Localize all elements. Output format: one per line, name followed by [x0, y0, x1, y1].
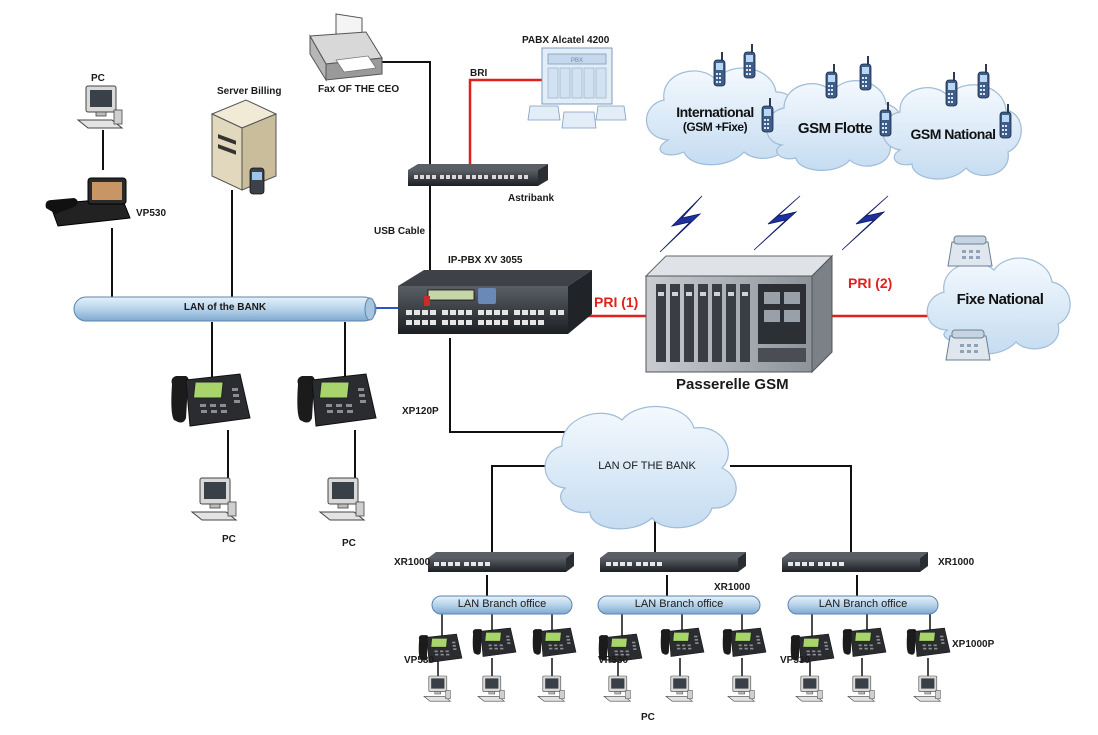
switch-icon — [408, 164, 548, 186]
cloud-international-label-2: (GSM +Fixe) — [682, 120, 748, 134]
pabx-icon: PBX — [527, 47, 627, 129]
ip-phone-icon — [170, 373, 251, 427]
ip-phone-icon — [472, 627, 517, 657]
label-pc-bottom: PC — [641, 712, 655, 723]
label-xp120p: XP120P — [402, 406, 439, 417]
label-pc-top: PC — [91, 73, 105, 84]
lan-main-pipe — [73, 296, 377, 322]
label-xp1000p: XP1000P — [952, 639, 995, 650]
pc-icon — [423, 675, 451, 702]
server-icon — [210, 99, 278, 195]
pc-icon — [477, 675, 505, 702]
label-server-billing: Server Billing — [217, 86, 282, 97]
branch-phones — [418, 627, 951, 663]
router-icon — [782, 552, 928, 572]
ip-phone-icon — [532, 627, 577, 657]
pc-icon — [77, 85, 123, 129]
cloud-gsm-national-label: GSM National — [910, 126, 996, 142]
cloud-lan-bank — [544, 405, 737, 530]
branch-pcs — [423, 675, 941, 702]
lan-branch2-label: LAN Branch office — [634, 598, 724, 610]
label-pabx: PABX Alcatel 4200 — [522, 35, 610, 46]
label-vp530-b3: VP530 — [780, 655, 811, 666]
label-xr1000-left: XR1000 — [394, 557, 431, 568]
lan-branch-pipe-3 — [787, 595, 939, 615]
cloud-gsm-national — [882, 84, 1022, 180]
cloud-international-label-1: International — [676, 104, 754, 120]
lan-branch3-label: LAN Branch office — [818, 598, 908, 610]
label-astribank: Astribank — [508, 193, 555, 204]
label-usb-cable: USB Cable — [374, 226, 426, 237]
label-passerelle: Passerelle GSM — [676, 376, 789, 393]
pc-icon — [665, 675, 693, 702]
pc-icon — [319, 477, 365, 521]
pc-icon — [603, 675, 631, 702]
fax-icon — [309, 13, 383, 82]
pabx-screen: PBX — [571, 58, 583, 64]
pc-icon — [191, 477, 237, 521]
ip-phone-icon — [906, 627, 951, 657]
lan-cloud-label: LAN OF THE BANK — [598, 460, 696, 472]
label-ippbx: IP-PBX XV 3055 — [448, 255, 523, 266]
router-icon — [428, 552, 574, 572]
label-vp530-top: VP530 — [136, 208, 167, 219]
label-pc-left2: PC — [342, 538, 356, 549]
cloud-gsm-flotte-label: GSM Flotte — [797, 120, 873, 137]
lan-main-label: LAN of the BANK — [183, 302, 267, 313]
label-fax: Fax OF THE CEO — [318, 84, 400, 95]
label-bri: BRI — [470, 68, 488, 79]
pc-icon — [795, 675, 823, 702]
lan-branch1-label: LAN Branch office — [457, 598, 547, 610]
label-pri1: PRI (1) — [594, 294, 639, 310]
label-pri2: PRI (2) — [848, 275, 893, 291]
label-vp530-b1: VP530 — [404, 655, 435, 666]
lan-branch-pipe-1 — [431, 595, 573, 615]
pc-icon — [847, 675, 875, 702]
pc-icon — [537, 675, 565, 702]
ip-phone-icon — [660, 627, 705, 657]
ip-phone-icon — [842, 627, 887, 657]
ip-pbx-icon — [398, 270, 592, 334]
pc-icon — [913, 675, 941, 702]
gsm-gateway-icon — [644, 254, 834, 374]
label-xr1000-mid: XR1000 — [714, 582, 751, 593]
label-xr1000-right: XR1000 — [938, 557, 975, 568]
video-phone-icon — [45, 177, 131, 227]
lan-branch-pipe-2 — [597, 595, 761, 615]
ip-phone-icon — [296, 373, 377, 427]
pri-lines — [468, 78, 932, 318]
ip-phone-icon — [722, 627, 767, 657]
router-icon — [600, 552, 746, 572]
label-pc-left1: PC — [222, 534, 236, 545]
lightning-icon — [659, 195, 889, 253]
pc-icon — [727, 675, 755, 702]
cloud-fixe-national-label: Fixe National — [956, 291, 1044, 308]
label-vp530-b2: VP530 — [598, 655, 629, 666]
